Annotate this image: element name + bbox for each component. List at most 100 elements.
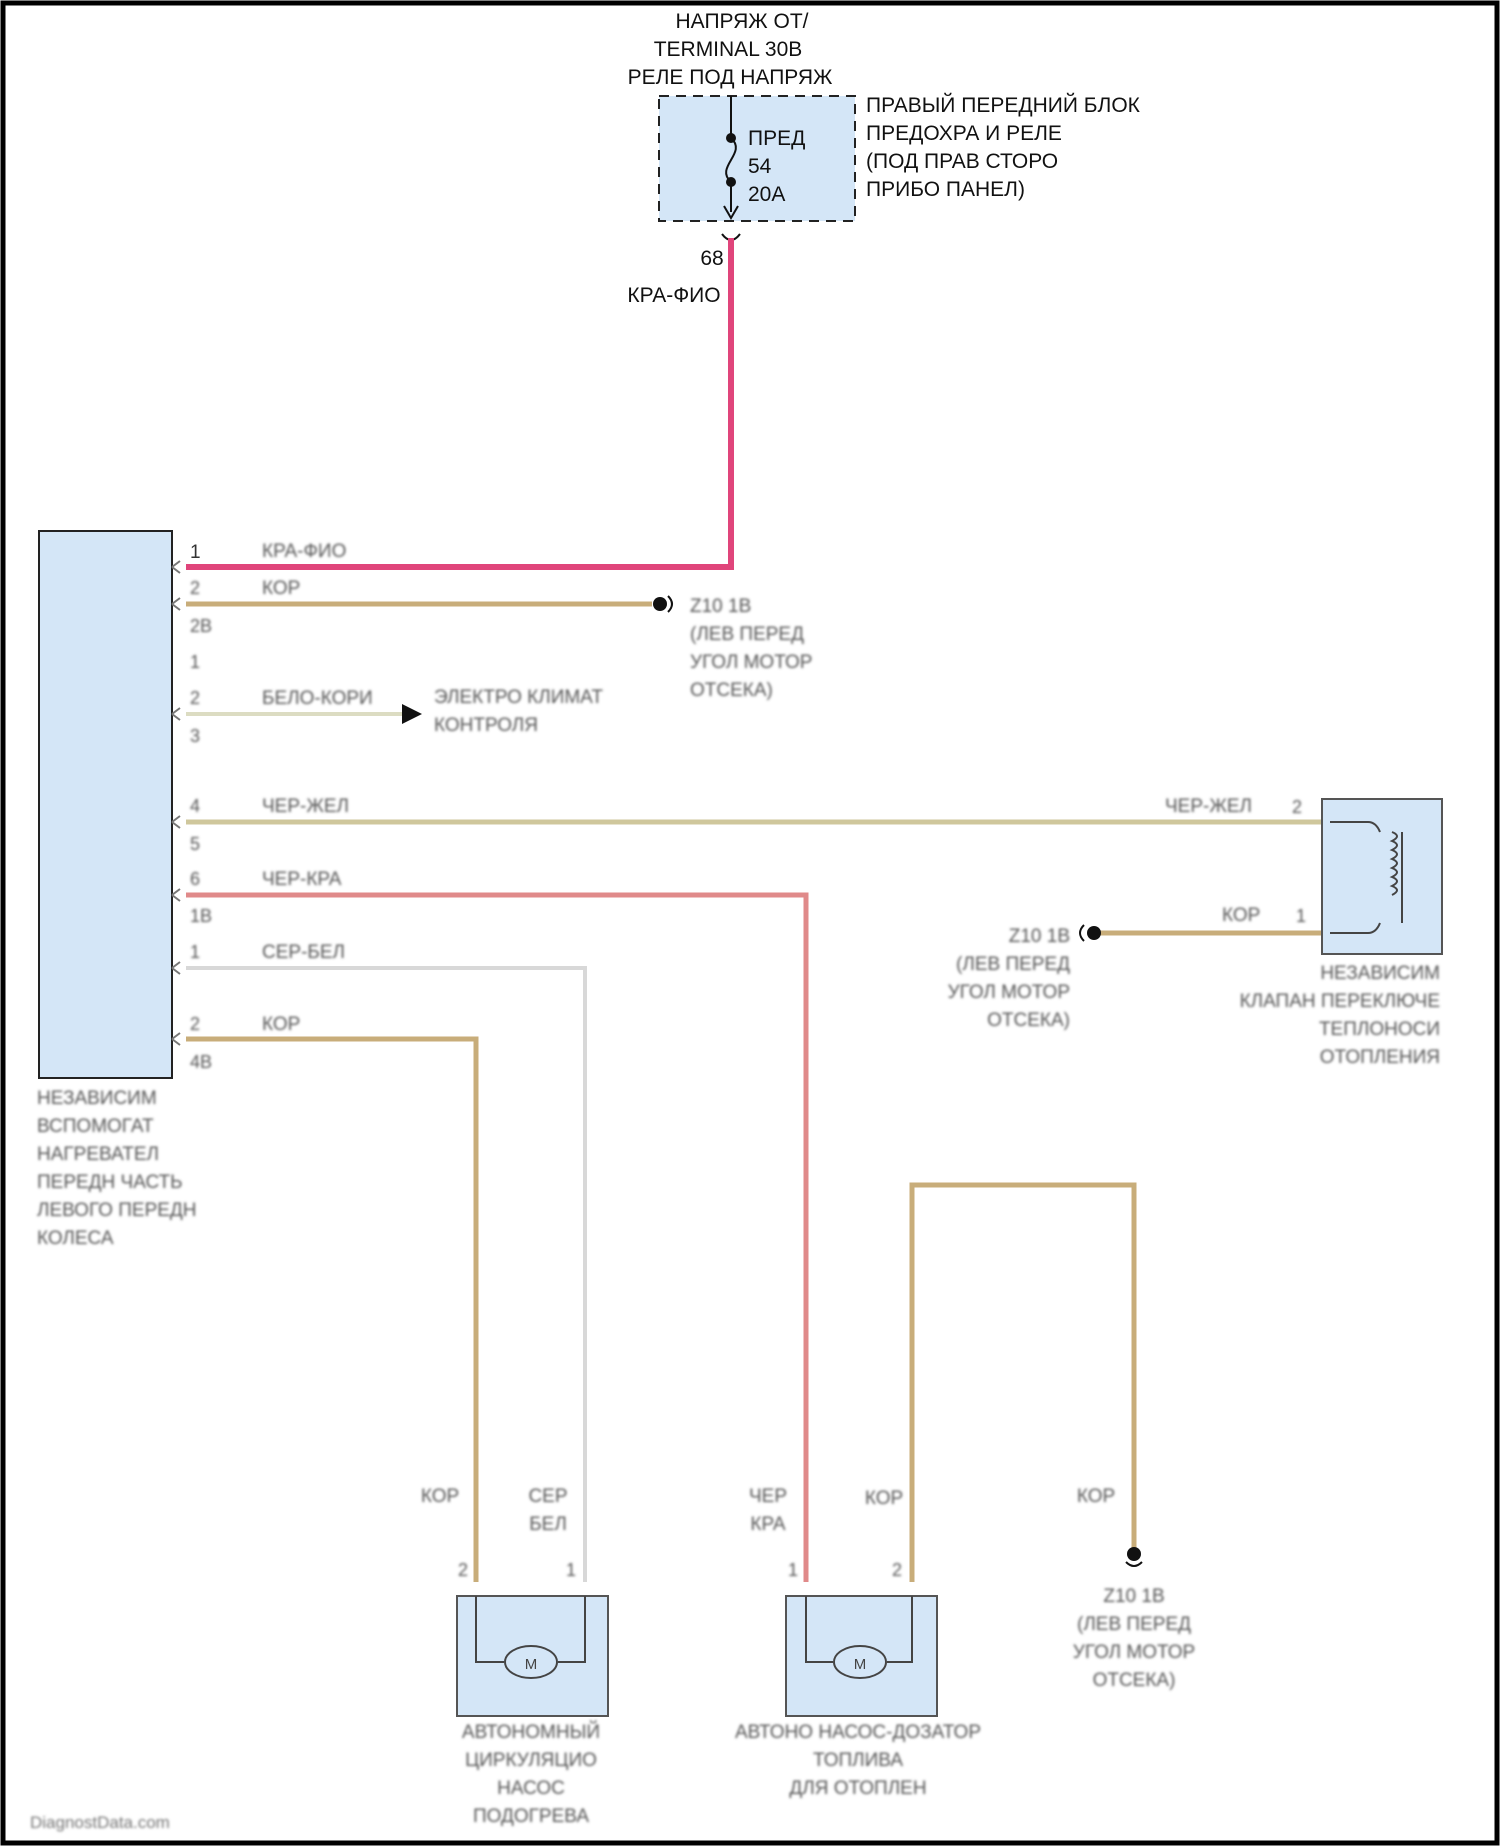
motor-symbol-fuel: M xyxy=(854,1656,867,1673)
valve-name-line-2: КЛАПАН ПЕРЕКЛЮЧЕ xyxy=(1240,991,1440,1012)
heater-name-line-3: НАГРЕВАТЕЛ xyxy=(37,1144,159,1165)
heater-pin-2b: 2B xyxy=(190,616,212,636)
ground-bottom-icon xyxy=(1126,1547,1142,1566)
ground-top-icon xyxy=(653,596,672,612)
ground-top-line-3: УГОЛ МОТОР xyxy=(690,652,812,673)
watermark: DiagnostData.com xyxy=(30,1813,170,1832)
fuel-pump-name-line-1: АВТОНО НАСОС-ДОЗАТОР xyxy=(735,1722,981,1743)
heater-name-line-2: ВСПОМОГАТ xyxy=(37,1116,154,1137)
heater-wire-label-belo-kori: БЕЛО-КОРИ xyxy=(262,688,373,709)
wire-kor-fuel-pump xyxy=(912,1185,1134,1582)
heater-pin-c2-4: 4 xyxy=(190,796,200,816)
valve-pin-2: 2 xyxy=(1292,797,1302,817)
fuel-pump-name-line-3: ДЛЯ ОТОПЛЕН xyxy=(789,1778,926,1799)
fuse-number: 54 xyxy=(748,155,772,178)
heater-pin-c3-2: 2 xyxy=(190,1014,200,1034)
heater-name-line-4: ПЕРЕДН ЧАСТЬ xyxy=(37,1172,183,1193)
fuel-pump-wire-right-label: КОР xyxy=(865,1488,903,1509)
ground-valve-line-3: УГОЛ МОТОР xyxy=(948,982,1070,1003)
heater-wire-label-cher-zhel: ЧЕР-ЖЕЛ xyxy=(262,796,349,817)
ground-valve-line-2: (ЛЕВ ПЕРЕД xyxy=(956,954,1070,975)
control-arrow-line-2: КОНТРОЛЯ xyxy=(434,715,538,736)
heater-pin-1b: 1B xyxy=(190,906,212,926)
valve-wire-label-cher-zhel: ЧЕР-ЖЕЛ xyxy=(1165,796,1252,817)
heater-wire-label-ser-bel: СЕР-БЕЛ xyxy=(262,942,345,963)
valve-name-line-3: ТЕПЛОНОСИ xyxy=(1319,1019,1440,1040)
fuel-pump-pin-1: 1 xyxy=(788,1560,798,1580)
fuel-pump-name: АВТОНО НАСОС-ДОЗАТОР ТОПЛИВА ДЛЯ ОТОПЛЕН xyxy=(735,1722,981,1799)
valve-name-line-4: ОТОПЛЕНИЯ xyxy=(1320,1047,1440,1068)
heater-pin-c2-5: 5 xyxy=(190,834,200,854)
heater-wire-label-kor: КОР xyxy=(262,1014,300,1035)
circ-pump-pin-2: 2 xyxy=(458,1560,468,1580)
valve-wire-label-kor: КОР xyxy=(1222,905,1260,926)
circ-pump-wire-left-label: КОР xyxy=(421,1486,459,1507)
power-source-label: НАПРЯЖ ОТ/ TERMINAL 30B РЕЛЕ ПОД НАПРЯЖ xyxy=(628,10,833,89)
heater-wire-label-1: КРА-ФИО xyxy=(262,541,346,562)
control-arrow-line-1: ЭЛЕКТРО КЛИМАТ xyxy=(434,687,603,708)
arrow-right-icon xyxy=(402,704,422,724)
power-source-line-3: РЕЛЕ ПОД НАПРЯЖ xyxy=(628,66,833,89)
power-source-line-2: TERMINAL 30B xyxy=(654,38,803,61)
circ-pump-name-line-2: ЦИРКУЛЯЦИО xyxy=(465,1750,597,1771)
fuse-block-line-4: ПРИБО ПАНЕЛ) xyxy=(866,178,1025,201)
heater-wire-label-cher-kra: ЧЕР-КРА xyxy=(262,869,342,890)
heater-name-line-6: КОЛЕСА xyxy=(37,1228,114,1249)
ground-bottom-line-4: ОТСЕКА) xyxy=(1093,1670,1176,1691)
heater-unit xyxy=(39,531,172,1078)
ground-valve-icon xyxy=(1080,925,1101,941)
page-frame xyxy=(3,3,1497,1843)
fuse-label: ПРЕД xyxy=(748,127,805,150)
valve-pin-1: 1 xyxy=(1296,906,1306,926)
ground-bottom-line-2: (ЛЕВ ПЕРЕД xyxy=(1077,1614,1191,1635)
valve-name: НЕЗАВИСИМ КЛАПАН ПЕРЕКЛЮЧЕ ТЕПЛОНОСИ ОТО… xyxy=(1240,963,1440,1068)
heater-pin-4b: 4B xyxy=(190,1052,212,1072)
ground-valve-label: Z10 1B (ЛЕВ ПЕРЕД УГОЛ МОТОР ОТСЕКА) xyxy=(948,926,1071,1031)
power-source-line-1: НАПРЯЖ ОТ/ xyxy=(676,10,809,33)
ground-top-line-2: (ЛЕВ ПЕРЕД xyxy=(690,624,804,645)
ground-bottom-line-1: Z10 1B xyxy=(1103,1586,1164,1607)
wire-ser-bel xyxy=(186,968,585,1582)
fuel-pump-pin-2: 2 xyxy=(892,1560,902,1580)
heater-wire-label-2: КОР xyxy=(262,578,300,599)
heater-pin-c2-1: 1 xyxy=(190,652,200,672)
connector-pin-68: 68 xyxy=(700,247,723,270)
ground-top-line-1: Z10 1B xyxy=(690,596,751,617)
circ-pump-name: АВТОНОМНЫЙ ЦИРКУЛЯЦИО НАСОС ПОДОГРЕВА xyxy=(462,1721,600,1827)
heater-name-line-1: НЕЗАВИСИМ xyxy=(37,1088,157,1109)
circ-pump-name-line-3: НАСОС xyxy=(497,1778,565,1799)
fuse-block-line-1: ПРАВЫЙ ПЕРЕДНИЙ БЛОК xyxy=(866,93,1141,117)
circ-pump-name-line-1: АВТОНОМНЫЙ xyxy=(462,1721,600,1743)
fuel-pump-wire-left-label-2: КРА xyxy=(750,1514,785,1535)
ground-bottom-wire-label: КОР xyxy=(1077,1486,1115,1507)
circ-pump-wire-right-label-2: БЕЛ xyxy=(529,1514,567,1535)
circ-pump-pin-1: 1 xyxy=(566,1560,576,1580)
circ-pump-name-line-4: ПОДОГРЕВА xyxy=(473,1806,589,1827)
fuel-pump-name-line-2: ТОПЛИВА xyxy=(813,1750,903,1771)
heater-pin-c2-3: 3 xyxy=(190,726,200,746)
circ-pump-wire-right-label-1: СЕР xyxy=(528,1486,567,1507)
fuse-block-line-3: (ПОД ПРАВ СТОРО xyxy=(866,150,1058,173)
ground-top-line-4: ОТСЕКА) xyxy=(690,680,773,701)
heater-name-line-5: ЛЕВОГО ПЕРЕДН xyxy=(37,1200,197,1221)
wire-label-kra-fio-top: КРА-ФИО xyxy=(627,284,720,307)
ground-bottom-label: Z10 1B (ЛЕВ ПЕРЕД УГОЛ МОТОР ОТСЕКА) xyxy=(1073,1586,1195,1691)
heater-pin-c2-6: 6 xyxy=(190,869,200,889)
ground-bottom-line-3: УГОЛ МОТОР xyxy=(1073,1642,1195,1663)
heater-pin-2: 2 xyxy=(190,578,200,598)
heater-pin-1: 1 xyxy=(190,542,201,563)
valve-name-line-1: НЕЗАВИСИМ xyxy=(1320,963,1440,984)
fuse-rating: 20A xyxy=(748,183,785,206)
ground-valve-line-1: Z10 1B xyxy=(1009,926,1070,947)
wire-cher-kra xyxy=(186,895,806,1582)
motor-symbol-circ: M xyxy=(525,1656,538,1673)
fuse-block-line-2: ПРЕДОХРА И РЕЛЕ xyxy=(866,122,1062,145)
fuel-pump-wire-left-label-1: ЧЕР xyxy=(749,1486,787,1507)
heater-pin-c2-2: 2 xyxy=(190,688,200,708)
ground-top-label: Z10 1B (ЛЕВ ПЕРЕД УГОЛ МОТОР ОТСЕКА) xyxy=(690,596,812,701)
ground-valve-line-4: ОТСЕКА) xyxy=(987,1010,1070,1031)
heater-pin-c3-1: 1 xyxy=(190,942,200,962)
fuse-block-label: ПРАВЫЙ ПЕРЕДНИЙ БЛОК ПРЕДОХРА И РЕЛЕ (ПО… xyxy=(866,93,1141,201)
heater-name: НЕЗАВИСИМ ВСПОМОГАТ НАГРЕВАТЕЛ ПЕРЕДН ЧА… xyxy=(37,1088,197,1249)
